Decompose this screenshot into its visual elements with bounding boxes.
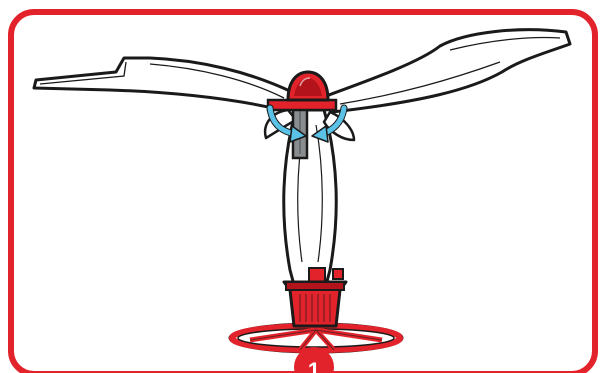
right-wing	[324, 30, 570, 140]
left-wing	[34, 58, 296, 138]
step-number: 1	[308, 358, 320, 373]
